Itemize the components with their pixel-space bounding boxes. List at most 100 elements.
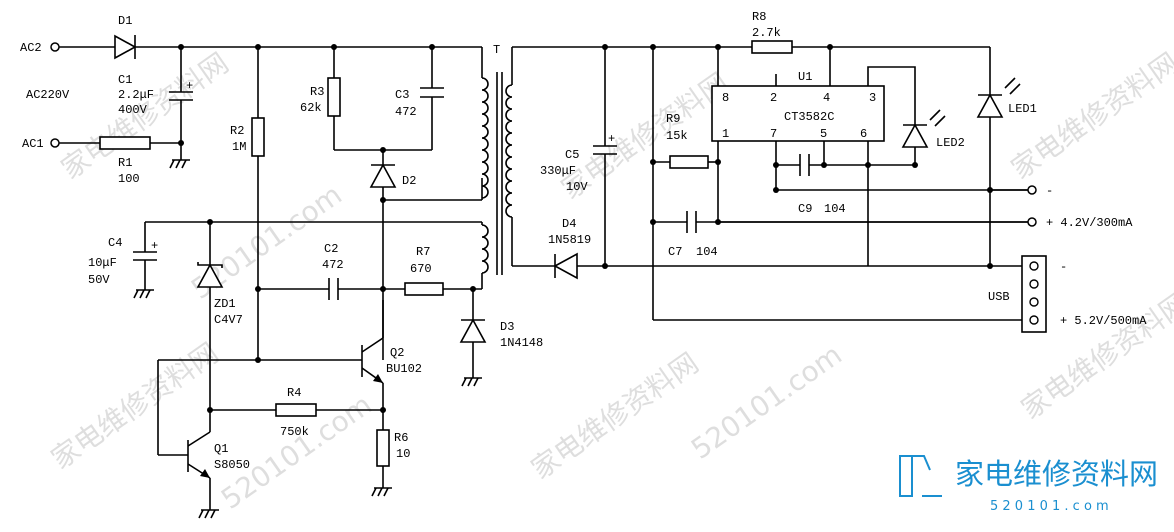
svg-text:+: + (151, 239, 158, 253)
diode-d2: D2 (369, 150, 416, 360)
r4-label: R4 (287, 386, 301, 400)
resistor-r7 (404, 282, 444, 296)
u1-label: U1 (798, 70, 812, 84)
zener-zd1: ZD1 C4V7 (196, 222, 243, 410)
usb-plus-label: + 5.2V/500mA (1060, 314, 1147, 328)
resistor-r3 (327, 77, 341, 117)
d4-value: 1N5819 (548, 233, 591, 247)
resistor-r1 (99, 136, 151, 150)
input-section: AC2 AC220V AC1 D1 + C1 2.2μF 400V (20, 14, 543, 519)
r4-value: 750k (280, 425, 309, 439)
c5-value: 330μF (540, 164, 576, 178)
watermark-8: 家电维修资料网 (1005, 46, 1174, 185)
r3-value: 62k (300, 101, 322, 115)
zd1-value: C4V7 (214, 313, 243, 327)
u1-pin5: 5 (820, 127, 827, 141)
q1-label: Q1 (214, 442, 228, 456)
out-plus-terminal (1027, 217, 1037, 227)
d3-value: 1N4148 (500, 336, 543, 350)
d1-label: D1 (118, 14, 132, 28)
d4-label: D4 (562, 217, 576, 231)
c5-label: C5 (565, 148, 579, 162)
c7-value: 104 (696, 245, 718, 259)
ground-c1 (169, 159, 190, 169)
ic-u1: U1 CT3582C 8 2 4 3 1 7 5 6 (711, 47, 916, 266)
out-minus-label: - (1046, 184, 1053, 198)
u1-pin1: 1 (722, 127, 729, 141)
t-label: T (493, 43, 500, 57)
diode-d3: D3 1N4148 (459, 289, 543, 378)
q1-value: S8050 (214, 458, 250, 472)
capacitor-c9: C9 104 (776, 154, 915, 216)
c1-voltage: 400V (118, 103, 148, 117)
u1-pin4: 4 (823, 91, 830, 105)
r6-label: R6 (394, 431, 408, 445)
c2-value: 472 (322, 258, 344, 272)
u1-pin2: 2 (770, 91, 777, 105)
resistor-r6 (376, 429, 390, 467)
ground-c4 (133, 289, 154, 299)
ac1-terminal (50, 138, 60, 148)
c4-voltage: 50V (88, 273, 110, 287)
ac2-label: AC2 (20, 41, 42, 55)
usb-minus-label: - (1060, 260, 1067, 274)
out-plus-label: + 4.2V/300mA (1046, 216, 1133, 230)
ground-r6 (371, 487, 392, 497)
r2-label: R2 (230, 124, 244, 138)
c9-value: 104 (824, 202, 846, 216)
diode-d4: D4 1N5819 (548, 217, 591, 280)
ground-d3 (461, 377, 482, 387)
r2-value: 1M (232, 140, 246, 154)
resistor-r2: R2 1M (230, 47, 265, 360)
c1-value: 2.2μF (118, 88, 154, 102)
q2-value: BU102 (386, 362, 422, 376)
u1-part: CT3582C (784, 110, 834, 124)
r1-value: 100 (118, 172, 140, 186)
diode-d1: D1 (114, 14, 137, 60)
r3-label: R3 (310, 85, 324, 99)
c9-label: C9 (798, 202, 812, 216)
r6-value: 10 (396, 447, 410, 461)
resistor-r8 (751, 40, 793, 54)
transistor-q2: Q2 BU102 (258, 300, 422, 430)
transformer-t: T (145, 43, 513, 289)
led-led1: LED1 (976, 47, 1037, 266)
u1-pin3: 3 (869, 91, 876, 105)
led-led2: LED2 (901, 109, 965, 165)
zd1-label: ZD1 (214, 297, 236, 311)
c7-label: C7 (668, 245, 682, 259)
logo-mark-icon (899, 455, 942, 497)
d3-label: D3 (500, 320, 514, 334)
d2-label: D2 (402, 174, 416, 188)
c2-label: C2 (324, 242, 338, 256)
logo-text: 家电维修资料网 (955, 457, 1158, 491)
c5-voltage: 10V (566, 180, 588, 194)
logo-url: 5 2 0 1 0 1 . c o m (990, 499, 1109, 514)
u1-pin8: 8 (722, 91, 729, 105)
usb-label: USB (988, 290, 1010, 304)
led2-label: LED2 (936, 136, 965, 150)
r8-label: R8 (752, 10, 766, 24)
u1-pin7: 7 (770, 127, 777, 141)
r9-label: R9 (666, 112, 680, 126)
svg-text:+: + (608, 132, 615, 146)
usb-connector: USB - + 5.2V/500mA (988, 255, 1147, 333)
q2-label: Q2 (390, 346, 404, 360)
r7-label: R7 (416, 245, 430, 259)
r7-value: 670 (410, 262, 432, 276)
ac2-terminal (50, 42, 60, 52)
ac1-label: AC1 (22, 137, 44, 151)
site-logo: 家电维修资料网 5 2 0 1 0 1 . c o m (899, 455, 1158, 514)
resistor-r4 (275, 403, 317, 417)
led1-label: LED1 (1008, 102, 1037, 116)
capacitor-c7: C7 104 (653, 211, 1030, 259)
c3-value: 472 (395, 105, 417, 119)
r1-label: R1 (118, 156, 132, 170)
capacitor-c2: C2 472 (322, 242, 383, 300)
output-section: R8 2.7k + C5 330μF 10V D4 1N5819 (512, 10, 1147, 333)
watermark-6: 家电维修资料网 (525, 346, 704, 485)
capacitor-c3: C3 472 (395, 87, 444, 150)
capacitor-c5: + C5 330μF 10V (540, 47, 617, 266)
r9-value: 15k (666, 129, 688, 143)
